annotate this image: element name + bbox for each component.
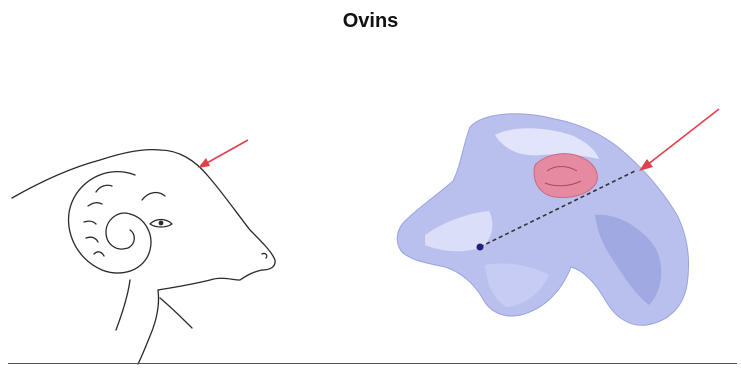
ram-head-drawing [0,130,300,366]
neck-back [116,280,130,330]
back-outline [12,150,160,198]
ear-outline [142,193,165,200]
eye-pupil [159,221,164,226]
horn-outer [69,172,151,273]
horn-ridge [84,185,112,256]
face-profile [160,150,275,270]
page-title: Ovins [0,10,741,33]
skull-section-drawing [385,95,741,335]
entry-point-arrow [198,140,248,168]
throat-line [160,298,192,328]
brain-section [534,154,597,198]
exit-point-marker [477,244,484,251]
neck-front [138,290,159,364]
jaw-outline [158,270,262,290]
horn-inner [106,213,134,249]
entry-point-arrow [639,109,719,171]
nostril [262,253,267,258]
bottom-divider [8,363,737,364]
